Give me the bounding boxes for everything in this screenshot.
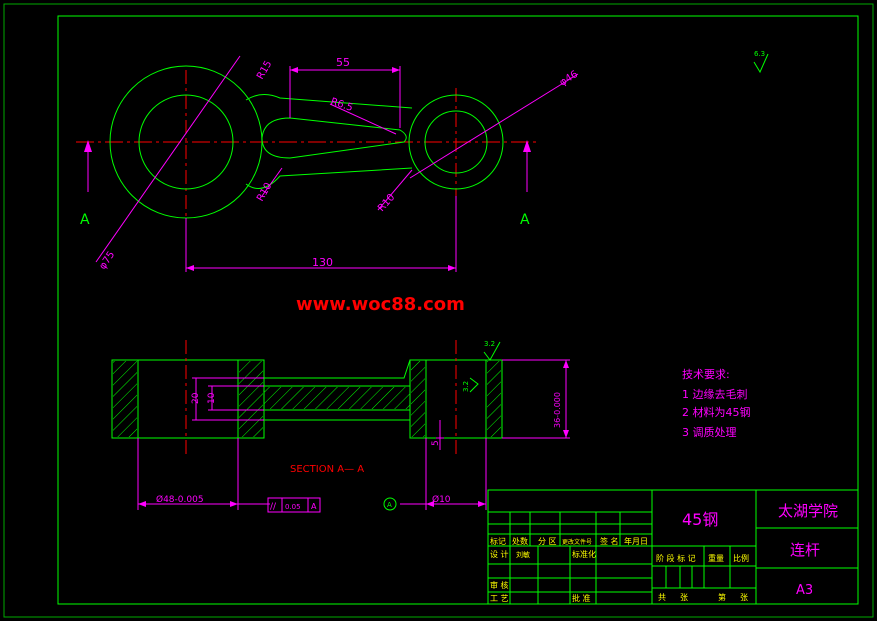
tb-sheji: 设 计	[490, 549, 509, 559]
shank-outline-top	[245, 94, 413, 109]
tb-pizhun: 批 准	[572, 593, 591, 603]
dim-bore-right: Ø10	[432, 494, 451, 505]
title-block: 标记 处数 分 区 更改文件号 签 名 年月日 设 计 刘敏 标准化 审 核 工…	[487, 489, 859, 605]
roughness-symbol-corner: 6.3	[753, 50, 769, 74]
dim-bore-left: Ø48-0.005	[156, 494, 204, 505]
tech-item-3: 3 调质处理	[682, 426, 737, 439]
tolerance-frame: // 0.05 A	[267, 497, 321, 513]
tb-di: 第	[718, 592, 726, 602]
big-end-inner-circle	[138, 94, 234, 190]
tb-part-name: 连杆	[790, 541, 820, 559]
svg-text://: //	[270, 502, 277, 512]
tech-item-1: 1 边缘去毛刺	[682, 388, 748, 401]
tb-bili: 比例	[733, 553, 749, 563]
dim-36: 36-0.000	[553, 392, 562, 428]
section-mark-left: A	[80, 212, 90, 228]
dim-5: 5	[431, 440, 441, 446]
tb-zhang2: 张	[740, 593, 748, 602]
svg-text:6.3: 6.3	[754, 50, 765, 58]
dim-10: 10	[207, 392, 217, 404]
tech-item-2: 2 材料为45钢	[682, 405, 751, 419]
small-end-outer-circle	[408, 94, 504, 190]
tb-zhang1: 张	[680, 593, 688, 602]
tb-material: 45钢	[682, 510, 718, 529]
section-label: SECTION A— A	[290, 464, 364, 475]
section-view: 20 10 5 36-0.000 Ø48-0.005 Ø10 // 0.05 A…	[111, 340, 570, 513]
tb-gong: 共	[658, 593, 666, 602]
small-end-inner-circle	[424, 110, 488, 174]
dim-20: 20	[191, 392, 201, 404]
svg-text:3.2: 3.2	[484, 340, 495, 348]
roughness-symbol-section: 3.2 3.2	[462, 340, 501, 393]
tb-nianyueri: 年月日	[624, 536, 648, 546]
section-mark-right: A	[520, 212, 530, 228]
shank-outline-bottom	[245, 167, 413, 189]
tech-requirements-title: 技术要求:	[682, 368, 730, 381]
svg-text:A: A	[311, 502, 317, 511]
tb-school: 太湖学院	[778, 502, 838, 520]
tb-genggai: 更改文件号	[562, 538, 592, 546]
tb-biaoji: 标记	[490, 536, 506, 546]
tb-fenqu: 分 区	[538, 537, 557, 546]
tb-chushu: 处数	[512, 536, 528, 546]
tb-gongyi: 工 艺	[490, 594, 509, 603]
svg-text:0.05: 0.05	[285, 503, 301, 511]
watermark: www.woc88.com	[296, 294, 465, 315]
drawing-frame	[3, 3, 874, 618]
dim-130: 130	[312, 256, 333, 269]
shank-pocket	[261, 117, 407, 159]
tb-designer: 刘敏	[516, 550, 530, 559]
tb-shenhe: 审 核	[490, 580, 509, 590]
svg-text:A: A	[387, 501, 392, 509]
tb-biaozhunhua: 标准化	[572, 549, 596, 559]
tb-zhongliang: 重量	[708, 553, 724, 563]
tb-qianming: 签 名	[600, 536, 619, 546]
dim-55: 55	[336, 56, 350, 69]
tb-jieduan: 阶 段 标 记	[656, 553, 696, 563]
tech-requirements: 技术要求: 1 边缘去毛刺 2 材料为45钢 3 调质处理	[682, 368, 751, 439]
svg-text:3.2: 3.2	[462, 381, 470, 392]
tb-size: A3	[796, 583, 813, 598]
datum-marker: A	[383, 497, 397, 511]
